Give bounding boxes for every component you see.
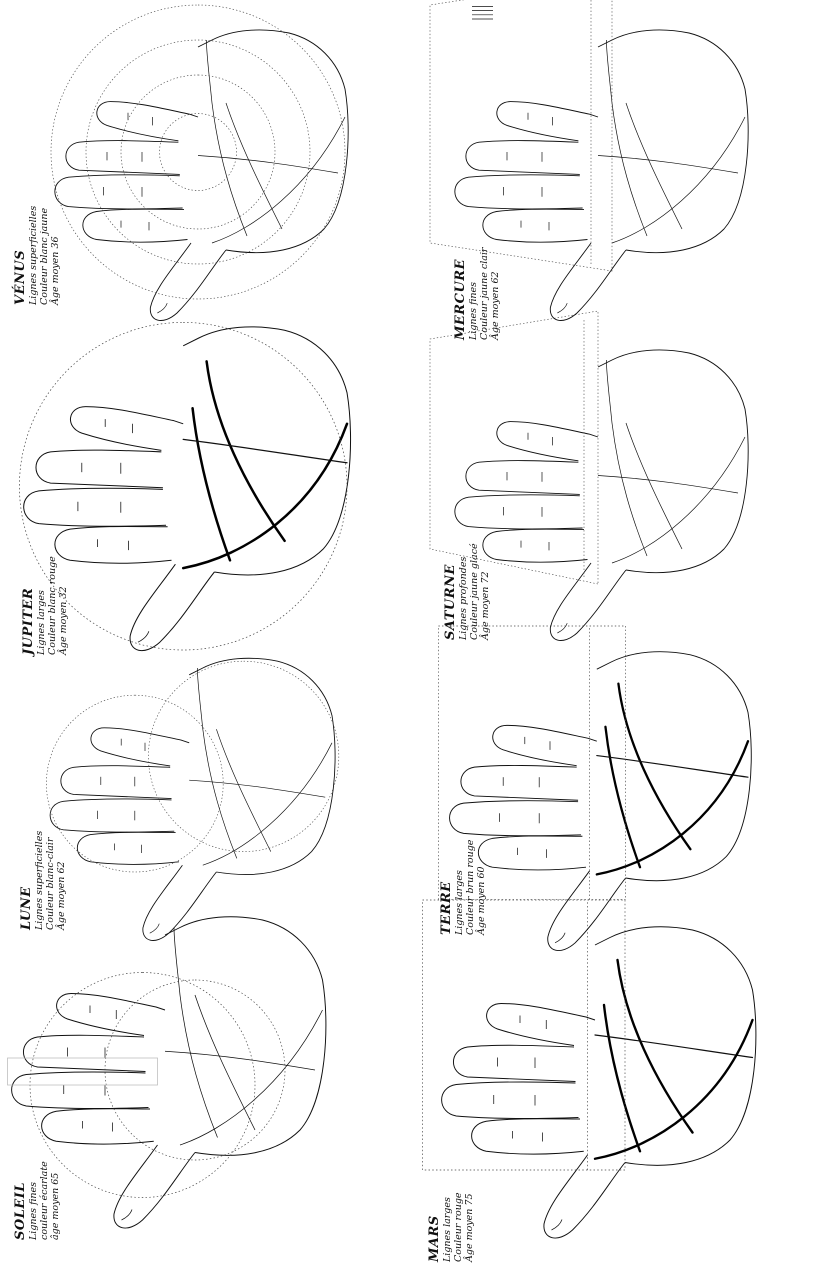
caption-jupiter-line-3: Âge moyen 32 xyxy=(59,556,70,655)
caption-lune: LUNE Lignes superficielles Couleur blanc… xyxy=(20,831,68,930)
caption-mars-line-3: Âge moyen 75 xyxy=(465,1192,476,1262)
caption-venus: VÉNUS Lignes superficielles Couleur blan… xyxy=(14,206,62,305)
hand-mars xyxy=(423,900,756,1238)
caption-jupiter-name: JUPITER xyxy=(22,556,37,655)
caption-terre: TERRE Lignes larges Couleur brun rouge Â… xyxy=(440,840,488,935)
caption-saturne-name: SATURNE xyxy=(444,543,459,640)
caption-soleil-line-3: âge moyen 65 xyxy=(51,1161,62,1240)
caption-mercure-line-3: Âge moyen 62 xyxy=(491,247,502,340)
caption-venus-name: VÉNUS xyxy=(14,206,29,305)
caption-venus-line-3: Âge moyen 36 xyxy=(51,206,62,305)
hand-venus xyxy=(51,5,348,321)
caption-lune-name: LUNE xyxy=(20,831,35,930)
caption-terre-name: TERRE xyxy=(440,840,455,935)
caption-terre-line-3: Âge moyen 60 xyxy=(477,840,488,935)
caption-jupiter: JUPITER Lignes larges Couleur blanc roug… xyxy=(22,556,70,655)
caption-lune-line-3: Âge moyen 62 xyxy=(57,831,68,930)
caption-mars: MARS Lignes larges Couleur rouge Âge moy… xyxy=(428,1192,476,1262)
caption-soleil-name: SOLEIL xyxy=(14,1161,29,1240)
caption-saturne-line-3: Âge moyen 72 xyxy=(481,543,492,640)
caption-soleil: SOLEIL Lignes fines couleur écarlate âge… xyxy=(14,1161,62,1240)
caption-mercure: MERCURE Lignes fines Couleur jaune clair… xyxy=(454,247,502,340)
caption-mercure-name: MERCURE xyxy=(454,247,469,340)
caption-saturne: SATURNE Lignes profondes Couleur jaune g… xyxy=(444,543,492,640)
caption-mars-name: MARS xyxy=(428,1192,443,1262)
hand-lune xyxy=(46,658,338,940)
